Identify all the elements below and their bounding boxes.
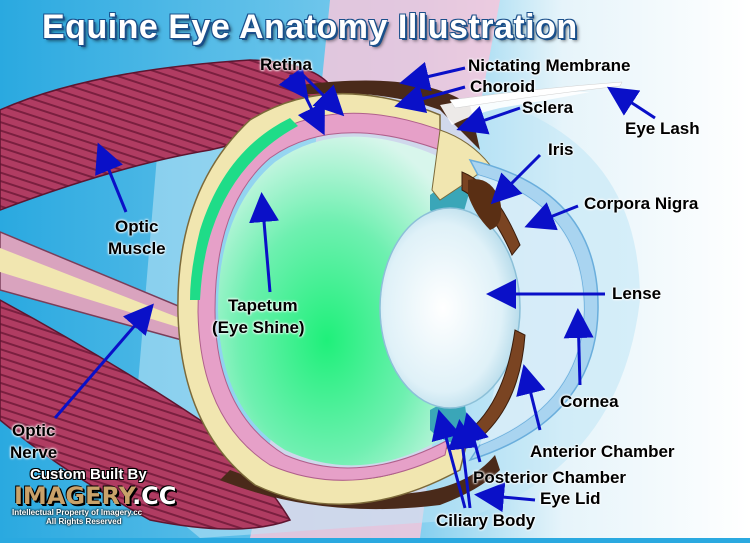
- pointer-arrows: [53, 61, 656, 513]
- label-optic-nerve-1: Optic: [12, 421, 56, 440]
- arrow-nictating: [399, 61, 466, 92]
- lens: [379, 207, 521, 409]
- logo-ip-notice: Intellectual Property of Imagery.cc: [12, 508, 143, 517]
- optic-muscle-lower: [0, 299, 292, 530]
- logo-brand: IMAGERY.CC: [14, 482, 176, 510]
- arrow-iris: [490, 153, 542, 205]
- label-tapetum-1: Tapetum: [228, 296, 298, 315]
- retina-stripe: [190, 118, 298, 300]
- logo-brand-name: IMAGERY: [14, 482, 133, 510]
- arrow-retina-3: [278, 66, 309, 100]
- arrow-optic-nerve: [53, 303, 154, 419]
- arrow-optic-muscle: [95, 142, 128, 213]
- arrow-ciliary-2: [447, 419, 478, 509]
- arrow-corpora: [524, 202, 579, 231]
- imagery-logo: Custom Built By IMAGERY.CC Intellectual …: [8, 466, 198, 530]
- arrow-ciliary-1: [431, 409, 467, 509]
- label-posterior-chamber: Posterior Chamber: [473, 468, 627, 487]
- arrow-eye-lid: [474, 482, 536, 513]
- label-choroid: Choroid: [470, 77, 536, 96]
- label-sclera: Sclera: [522, 98, 574, 117]
- sclera-front: [431, 129, 491, 201]
- logo-brand-suffix: .CC: [132, 482, 177, 510]
- label-optic-muscle-2: Muscle: [108, 239, 166, 258]
- arrow-retina-1: [301, 73, 345, 117]
- label-iris: Iris: [548, 140, 574, 159]
- arrow-choroid: [394, 84, 466, 114]
- label-eye-lid: Eye Lid: [540, 489, 601, 508]
- label-retina: Retina: [260, 55, 312, 74]
- label-tapetum-2: (Eye Shine): [212, 318, 305, 337]
- label-eye-lash: Eye Lash: [625, 119, 700, 138]
- logo-rights: All Rights Reserved: [46, 517, 122, 526]
- eyelid-outer: [300, 80, 480, 150]
- arrow-eye-lash: [606, 86, 656, 120]
- label-corpora-nigra: Corpora Nigra: [584, 194, 699, 213]
- logo-tagline: Custom Built By: [30, 466, 147, 483]
- label-lense: Lense: [612, 284, 662, 303]
- eye-lash: [449, 81, 623, 109]
- label-optic-nerve-2: Nerve: [10, 443, 58, 462]
- arrow-anterior: [516, 364, 546, 431]
- label-nictating-membrane: Nictating Membrane: [468, 56, 631, 75]
- label-anterior-chamber: Anterior Chamber: [530, 442, 675, 461]
- label-cornea: Cornea: [560, 392, 619, 411]
- arrow-sclera: [456, 105, 521, 135]
- label-ciliary-body: Ciliary Body: [436, 511, 536, 530]
- diagram-title: Equine Eye Anatomy Illustration: [42, 8, 578, 46]
- arrow-cornea: [563, 308, 594, 386]
- arrow-tapetum: [249, 192, 279, 293]
- label-optic-muscle-1: Optic: [115, 217, 159, 236]
